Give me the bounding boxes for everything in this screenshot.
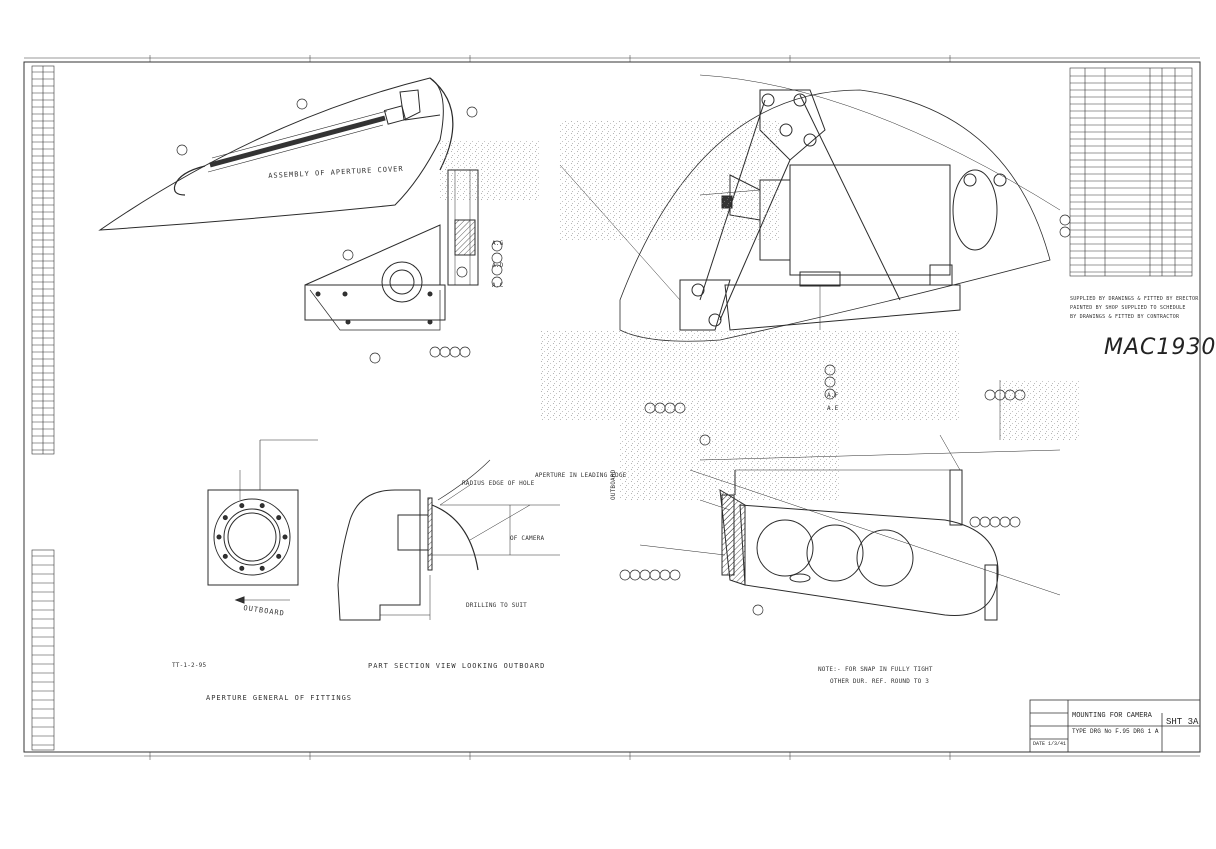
part-balloon — [999, 516, 1011, 528]
part-number-ae: A.E — [827, 405, 839, 412]
note-left-bottom: TT-1-2-95 — [172, 662, 207, 669]
view-label-aperture-general: APERTURE GENERAL OF FITTINGS — [206, 694, 353, 702]
part-balloon — [619, 569, 631, 581]
copy-shading — [440, 120, 1080, 500]
title-date: DATE 1/3/41 — [1033, 741, 1067, 747]
callout-of-camera: OF CAMERA — [510, 535, 545, 542]
flange-view — [207, 439, 318, 604]
note-line-2: OTHER DUR. REF. ROUND TO 3 — [830, 678, 930, 685]
parts-list-table — [1069, 67, 1193, 277]
part-balloon — [824, 388, 836, 400]
part-balloon — [491, 264, 503, 276]
part-balloon — [989, 516, 1001, 528]
part-balloon — [491, 276, 503, 288]
part-balloon — [491, 240, 503, 252]
part-balloon — [824, 376, 836, 388]
part-balloon — [699, 434, 711, 446]
part-balloon — [659, 569, 671, 581]
supply-note-3: BY DRAWINGS & FITTED BY CONTRACTOR — [1070, 314, 1180, 320]
part-balloon — [369, 352, 381, 364]
note-line-1: FOR SNAP IN FULLY TIGHT — [845, 666, 933, 673]
part-balloon — [969, 516, 981, 528]
part-balloon — [984, 389, 996, 401]
aperture-cover-view — [98, 77, 454, 231]
part-balloon — [1059, 214, 1071, 226]
part-balloon — [1059, 226, 1071, 238]
part-balloon — [639, 569, 651, 581]
title-sheet: SHT 3A — [1166, 717, 1199, 727]
leader-lines — [439, 164, 1001, 556]
sheet-border — [23, 55, 1201, 760]
callout-radius-edge: RADIUS EDGE OF HOLE — [462, 480, 535, 487]
supply-note-2: PAINTED BY SHOP SUPPLIED TO SCHEDULE — [1070, 305, 1186, 311]
part-balloon — [439, 346, 451, 358]
handwritten-drawing-id: MAC1930 — [1104, 335, 1216, 360]
part-number-ac: A.C — [492, 282, 504, 289]
part-balloon — [629, 569, 641, 581]
callout-drilling: DRILLING TO SUIT — [466, 602, 527, 609]
part-balloon — [824, 364, 836, 376]
part-balloon — [429, 346, 441, 358]
part-balloon — [1009, 516, 1021, 528]
part-balloons — [176, 98, 1071, 616]
part-balloon — [649, 569, 661, 581]
cover-rod — [207, 110, 388, 173]
title-block — [1029, 699, 1201, 753]
view-label-part-section: PART SECTION VIEW LOOKING OUTBOARD — [368, 662, 546, 670]
revision-strip — [31, 65, 55, 751]
part-number-af: A.F — [827, 392, 839, 399]
part-number-ad: A.D — [492, 262, 504, 269]
camera-cylinder-view — [689, 449, 1061, 621]
part-balloon — [1014, 389, 1026, 401]
callout-aperture-edge: APERTURE IN LEADING EDGE — [535, 472, 627, 479]
part-balloon — [979, 516, 991, 528]
part-section-view — [337, 459, 560, 621]
part-balloon — [176, 144, 188, 156]
supply-note-1: SUPPLIED BY DRAWINGS & FITTED BY ERECTOR — [1070, 296, 1199, 302]
part-balloon — [449, 346, 461, 358]
part-balloon — [491, 252, 503, 264]
part-balloon — [669, 569, 681, 581]
part-balloon — [752, 604, 764, 616]
bracket-view — [304, 169, 479, 331]
part-balloon — [342, 249, 354, 261]
part-balloon — [466, 106, 478, 118]
part-balloon — [296, 98, 308, 110]
note-title: NOTE:- — [818, 666, 841, 673]
title-line-2: TYPE DRG No F.95 DRG 1 A — [1072, 728, 1159, 735]
part-number-ag: A.G — [492, 240, 504, 247]
title-line-1: MOUNTING FOR CAMERA — [1072, 712, 1152, 720]
part-balloon — [674, 402, 686, 414]
part-balloon — [459, 346, 471, 358]
part-balloon — [456, 266, 468, 278]
callout-outboard-vertical: OUTBOARD — [610, 469, 617, 501]
